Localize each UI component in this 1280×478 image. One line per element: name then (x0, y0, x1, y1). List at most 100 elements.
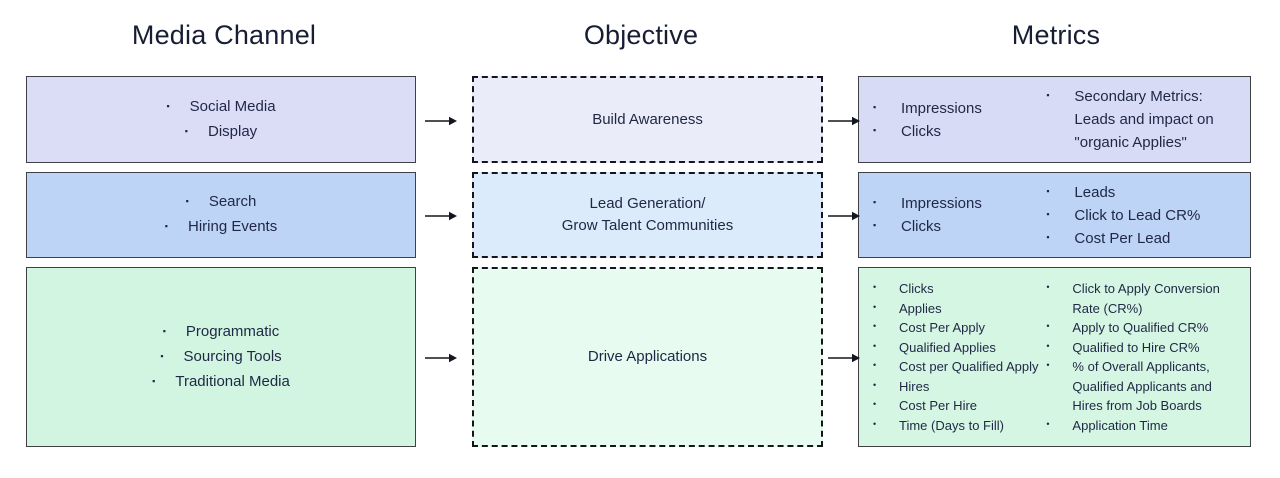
media-channel-item: ▪Traditional Media (152, 370, 290, 395)
column-header-objective: Objective (583, 20, 699, 50)
flow-arrow-icon (424, 114, 458, 126)
media-channel-box-build-awareness: ▪Social Media▪Display (26, 76, 416, 163)
square-bullet-icon: ▪ (164, 221, 168, 231)
media-channel-item: ▪ Display (185, 120, 257, 145)
media-channel-box-drive-applications: ▪ Programmatic ▪ Sourcing Tools ▪Traditional… (26, 267, 416, 447)
metric-item: ▪Click to Lead CR% (1046, 204, 1242, 227)
bullet-icon: • (1046, 340, 1050, 351)
metric-item: •Cost per Qualified Apply (873, 357, 1046, 377)
media-channel-list: ▪ Programmatic ▪ Sourcing Tools ▪Traditional… (152, 320, 290, 395)
bullet-icon: • (1046, 418, 1050, 429)
metric-label: Cost Per Hire (899, 398, 978, 413)
metrics-box-drive-applications: •Clicks•Applies•Cost Per Apply•Qualified… (858, 267, 1251, 447)
metrics-box-build-awareness: ▪Impressions▪Clicks▪Secondary Metrics: L… (858, 76, 1251, 163)
metrics-columns: ▪Impressions▪Clicks▪Leads▪Click to Lead … (859, 173, 1250, 257)
square-bullet-icon: ▪ (166, 100, 170, 111)
media-channel-item: ▪ Sourcing Tools (160, 345, 281, 370)
media-channel-label: Hiring Events (188, 218, 278, 235)
metric-item: •Hires (873, 377, 1046, 397)
metric-item: • Applies (873, 299, 1046, 319)
metric-label: Qualified Applies (899, 339, 996, 355)
metric-label: Click to Apply Conversion Rate (CR%) (1072, 281, 1220, 316)
metrics-secondary-list: ▪ Leads ▪Click to Lead CR% ▪ Cost Per Lead (1046, 179, 1242, 251)
metric-label: Impressions (901, 195, 982, 212)
media-channel-label: Programmatic (185, 322, 280, 340)
objective-box-drive-applications: Drive Applications (472, 267, 823, 447)
metric-label: Leads (1074, 183, 1116, 201)
bullet-icon: ▪ (1046, 185, 1050, 196)
metric-label: Cost Per Lead (1074, 229, 1171, 247)
bullet-icon: ▪ (873, 124, 877, 135)
media-channel-item: ▪ Social Media (166, 95, 275, 120)
metric-item: • Qualified Applies (873, 338, 1046, 358)
bullet-icon: • (1046, 360, 1050, 370)
bullet-icon: • (873, 379, 877, 390)
metric-item: ▪ Leads (1046, 181, 1242, 204)
metrics-primary-list: ▪ Impressions ▪ Clicks (873, 179, 1046, 251)
objective-label: Lead Generation/Grow Talent Communities (561, 195, 734, 234)
metric-item: ▪ Clicks (873, 215, 1046, 238)
metric-label: Click to Lead CR% (1074, 206, 1201, 224)
metric-item: • Cost Per Hire (873, 396, 1046, 416)
metrics-secondary-list: ▪Secondary Metrics: Leads and impact on … (1046, 83, 1242, 156)
bullet-icon: • (1046, 282, 1050, 292)
objective-box-build-awareness: Build Awareness (472, 76, 823, 163)
bullet-icon: ▪ (1046, 231, 1050, 242)
media-channel-list: ▪ Search ▪ Hiring Events (165, 190, 277, 240)
square-bullet-icon: ▪ (184, 125, 188, 136)
bullet-icon: • (1046, 321, 1050, 331)
metric-label: Clicks (901, 122, 941, 140)
flow-arrow-icon (827, 351, 861, 363)
metric-item: • Time (Days to Fill) (873, 416, 1046, 436)
bullet-icon: • (873, 399, 877, 409)
bullet-icon: • (873, 418, 877, 429)
metric-item: •Cost Per Apply (873, 318, 1046, 338)
metric-item: • Click to Apply Conversion Rate (CR%) (1046, 279, 1242, 318)
metric-label: Clicks (901, 218, 941, 235)
square-bullet-icon: ▪ (160, 350, 164, 361)
flow-arrow-icon (424, 209, 458, 221)
metric-item: ▪Impressions (873, 97, 1046, 120)
media-channel-item: ▪ Hiring Events (165, 215, 277, 240)
bullet-icon: ▪ (873, 197, 877, 207)
bullet-icon: • (873, 340, 877, 351)
media-channel-list: ▪Social Media▪Display (166, 95, 275, 145)
bullet-icon: ▪ (1046, 90, 1050, 100)
metric-item: • % of Overall Applicants, Qualified Appl… (1046, 357, 1242, 416)
metric-item: • Application Time (1046, 416, 1242, 436)
media-channel-label: Social Media (189, 97, 276, 115)
objective-box-lead-generation: Lead Generation/Grow Talent Communities (472, 172, 823, 258)
metrics-primary-list: ▪Impressions ▪ Clicks (873, 83, 1046, 156)
metrics-primary-list: •Clicks•Applies•Cost Per Apply•Qualified… (873, 274, 1046, 440)
media-channel-box-lead-generation: ▪ Search ▪ Hiring Events (26, 172, 416, 258)
bullet-icon: ▪ (873, 220, 877, 230)
metric-item: • Qualified to Hire CR% (1046, 338, 1242, 358)
metric-label: Applies (899, 300, 942, 316)
metric-label: Apply to Qualified CR% (1072, 320, 1209, 335)
metric-label: Time (Days to Fill) (899, 417, 1004, 433)
metrics-columns: ▪Impressions▪Clicks▪Secondary Metrics: L… (859, 77, 1250, 162)
flow-arrow-icon (424, 351, 458, 363)
metric-label: Application Time (1072, 417, 1168, 433)
metric-label: Cost Per Apply (899, 320, 985, 335)
media-channel-label: Display (208, 122, 258, 140)
objective-label: Build Awareness (592, 110, 703, 128)
flow-arrow-icon (827, 209, 861, 221)
flow-arrow-icon (827, 114, 861, 126)
bullet-icon: • (873, 282, 877, 292)
metric-label: Qualified to Hire CR% (1072, 339, 1200, 355)
media-channel-label: Search (208, 193, 257, 210)
metrics-columns: •Clicks•Applies•Cost Per Apply•Qualified… (859, 268, 1250, 446)
metric-item: ▪ Clicks (873, 120, 1046, 143)
metrics-box-lead-generation: ▪Impressions▪Clicks▪Leads▪Click to Lead … (858, 172, 1251, 258)
metric-item: • Clicks (873, 279, 1046, 299)
metric-item: ▪ Impressions (873, 192, 1046, 215)
metric-label: % of Overall Applicants, Qualified Appli… (1072, 359, 1212, 413)
bullet-icon: • (873, 301, 877, 312)
objective-label: Drive Applications (587, 348, 708, 365)
media-channel-label: Sourcing Tools (183, 347, 282, 365)
metric-item: ▪Secondary Metrics: Leads and impact on … (1046, 85, 1242, 154)
square-bullet-icon: ▪ (152, 375, 156, 386)
metric-label: Clicks (899, 281, 934, 296)
